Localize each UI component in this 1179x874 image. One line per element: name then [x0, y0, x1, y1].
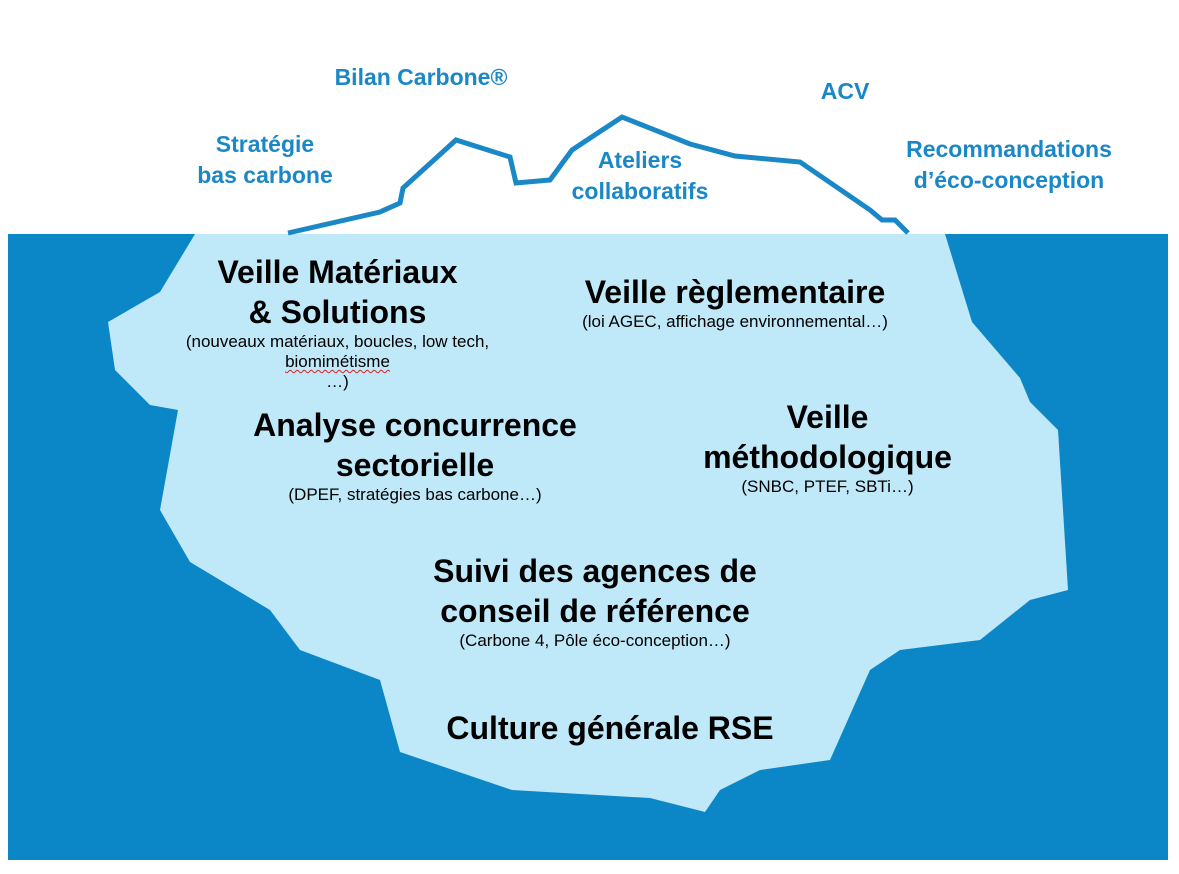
veille-materiaux-detail-line1: (nouveaux matériaux, boucles, low tech, [185, 332, 490, 351]
veille-materiaux-title-line2: & Solutions [248, 294, 427, 330]
veille-methodologique-title-line2: méthodologique [703, 439, 952, 475]
ateliers-line2: collaboratifs [571, 178, 709, 204]
suivi-agences-title-line1: Suivi des agences de [433, 553, 757, 589]
analyse-concurrence-title-line1: Analyse concurrence [253, 407, 577, 443]
veille-methodologique-block: Veille méthodologique (SNBC, PTEF, SBTi…… [690, 397, 965, 497]
analyse-concurrence-title-line2: sectorielle [335, 447, 495, 483]
acv-text: ACV [820, 78, 870, 104]
culture-rse-title: Culture générale RSE [446, 710, 774, 746]
veille-methodologique-title-line1: Veille [786, 399, 869, 435]
recommandations-line2: d’éco-conception [913, 167, 1105, 193]
veille-reglementaire-title: Veille règlementaire [584, 274, 886, 310]
veille-materiaux-detail-line3: …) [326, 372, 349, 391]
veille-materiaux-detail-line2: biomimétisme [285, 352, 390, 371]
veille-materiaux-block: Veille Matériaux & Solutions (nouveaux m… [150, 252, 525, 392]
suivi-agences-block: Suivi des agences de conseil de référenc… [400, 551, 790, 651]
analyse-concurrence-detail: (DPEF, stratégies bas carbone…) [288, 485, 542, 504]
suivi-agences-title-line2: conseil de référence [440, 593, 750, 629]
bilan-carbone-text: Bilan Carbone® [334, 64, 508, 90]
bilan-carbone-label: Bilan Carbone® [296, 62, 546, 93]
ateliers-collaboratifs-label: Ateliers collaboratifs [530, 145, 750, 207]
acv-label: ACV [780, 76, 910, 107]
strategie-bas-carbone-label: Stratégie bas carbone [160, 129, 370, 191]
iceberg-tip-outline [287, 114, 910, 236]
veille-reglementaire-block: Veille règlementaire (loi AGEC, affichag… [540, 272, 930, 332]
suivi-agences-detail: (Carbone 4, Pôle éco-conception…) [459, 631, 731, 650]
strategie-line1: Stratégie [215, 131, 315, 157]
veille-reglementaire-detail: (loi AGEC, affichage environnemental…) [582, 312, 888, 331]
recommandations-line1: Recommandations [906, 136, 1112, 162]
ateliers-line1: Ateliers [597, 147, 683, 173]
recommandations-label: Recommandations d’éco-conception [874, 134, 1144, 196]
strategie-line2: bas carbone [197, 162, 333, 188]
veille-methodologique-detail: (SNBC, PTEF, SBTi…) [741, 477, 914, 496]
analyse-concurrence-block: Analyse concurrence sectorielle (DPEF, s… [220, 405, 610, 505]
iceberg-underwater [108, 234, 1068, 812]
veille-materiaux-title-line1: Veille Matériaux [217, 254, 458, 290]
culture-rse-block: Culture générale RSE [405, 708, 815, 748]
